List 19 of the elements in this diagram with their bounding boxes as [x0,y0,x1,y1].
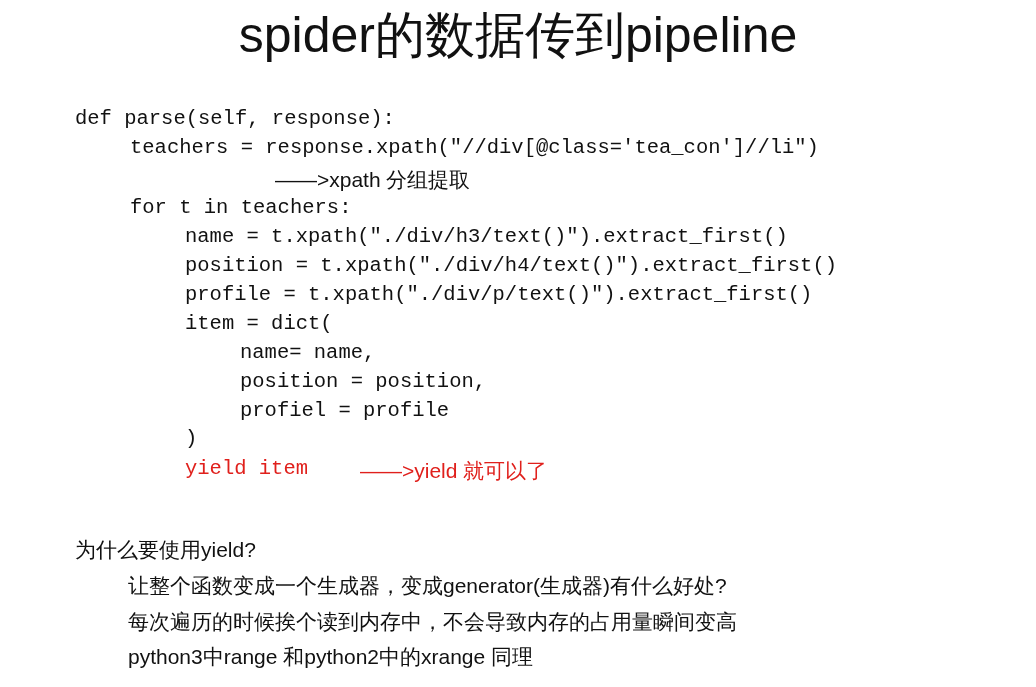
code-line: profile = t.xpath("./div/p/text()").extract_first() [185,283,813,306]
annotation-text: ——>yield 就可以了 [360,458,548,484]
code-line: item = dict( [185,312,333,335]
code-line: teachers = response.xpath("//div[@class='tea_con']//li") [130,136,819,159]
code-line: def parse(self, response): [75,107,395,130]
code-line: yield item [185,457,309,480]
slide-title: spider的数据传到pipeline [237,6,799,65]
code-line: ) [185,427,198,450]
code-line: name= name, [240,341,376,364]
text-line: 让整个函数变成一个生成器，变成generator(生成器)有什么好处? [128,573,727,599]
code-line: for t in teachers: [130,196,352,219]
text-line: python3中range 和python2中的xrange 同理 [128,644,534,670]
annotation-text: ——>xpath 分组提取 [275,167,471,193]
code-line: position = t.xpath("./div/h4/text()").extract_first() [185,254,837,277]
text-line: 为什么要使用yield? [75,537,256,563]
code-line: profiel = profile [240,399,450,422]
code-line: position = position, [240,370,487,393]
text-line: 每次遍历的时候挨个读到内存中，不会导致内存的占用量瞬间变高 [128,609,737,635]
code-line: name = t.xpath("./div/h3/text()").extract_first() [185,225,788,248]
